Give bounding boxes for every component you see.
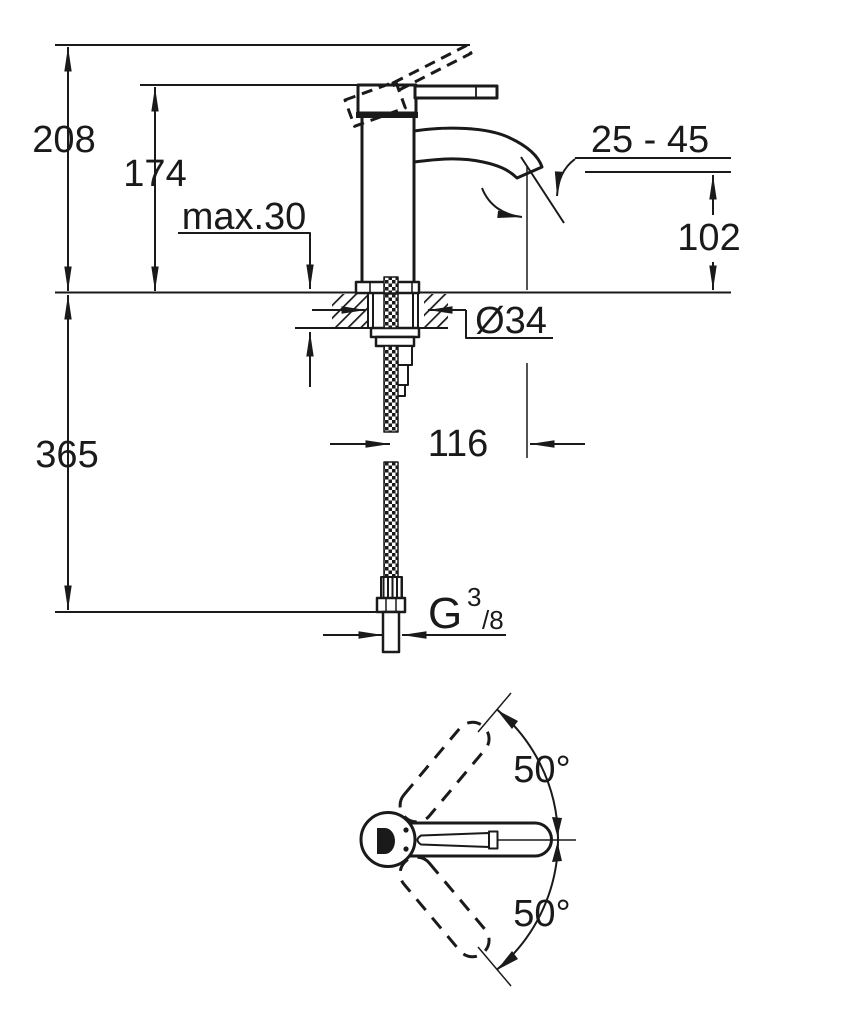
dim-total-height-label: 208 — [32, 119, 95, 161]
dim-aerator-angle-label: 25 - 45 — [591, 119, 709, 161]
dim-spout-projection-label: 116 — [428, 423, 489, 465]
hose-hex-nut — [375, 596, 407, 614]
swivel-angle-arc — [496, 708, 560, 971]
thread-size-numerator: 3 — [467, 582, 481, 612]
hose-crimp-sleeve — [380, 576, 403, 599]
aerator-axis-line — [520, 156, 565, 224]
dim-hose-length-label: 365 — [35, 434, 98, 476]
swivel-extension-line-upper — [477, 692, 512, 733]
mounting-washer — [369, 326, 421, 339]
arc-arrowhead-mid-lower — [552, 842, 562, 862]
handle-swiveled-lower-dashed — [398, 855, 491, 959]
swivel-angle-lower-label: 50° — [513, 893, 570, 935]
top-view: 50° 50° — [359, 692, 576, 987]
mounting-nut — [374, 335, 416, 348]
lever-handle-solid — [413, 84, 499, 100]
cartridge-cap-raised-dashed — [343, 80, 407, 128]
cartridge-cap-base-band — [356, 112, 418, 118]
connection-pipe-end — [381, 610, 401, 654]
flex-hose-lower-segment — [383, 461, 399, 578]
dim-outlet-height-label: 102 — [677, 217, 740, 259]
swivel-extension-line-lower — [477, 946, 512, 987]
flex-hose-inside-body — [383, 276, 399, 294]
swivel-angle-upper-label: 50° — [513, 749, 570, 791]
max30-leader-upper-arrow — [178, 232, 314, 289]
detail-dot-lower — [403, 846, 409, 852]
handle-inner-lever-tip — [488, 830, 499, 850]
dim-hole-diameter-label: Ø34 — [475, 300, 547, 342]
faucet-spout — [412, 126, 544, 180]
dim-body-height-label: 174 — [123, 153, 186, 195]
hole-dia-leader — [465, 310, 553, 339]
cartridge-cap — [356, 83, 418, 115]
angle-leader-arrow — [554, 158, 576, 197]
flex-hose-in-shank — [383, 293, 399, 329]
arc-arrowhead-top — [497, 710, 518, 729]
thread-size-denominator: /8 — [482, 605, 504, 635]
flex-hose-upper-segment — [383, 345, 399, 433]
arc-arrowhead-mid-upper — [552, 817, 562, 837]
dim-max-thickness-label: max.30 — [182, 196, 307, 238]
arc-arrowhead-bottom — [497, 951, 518, 970]
cartridge-slot-mark — [377, 828, 395, 854]
front-view: 208 174 max.30 365 25 - 45 — [32, 43, 741, 654]
handle-swiveled-upper-dashed — [398, 720, 491, 824]
swivel-curve-arrow — [481, 187, 523, 218]
handle-inner-lever-outline — [416, 832, 490, 848]
thread-size-g: G — [428, 589, 462, 638]
lever-handle-raised-dashed — [391, 43, 473, 93]
connection-stub-step1 — [396, 345, 413, 366]
detail-dot-upper — [403, 827, 409, 833]
